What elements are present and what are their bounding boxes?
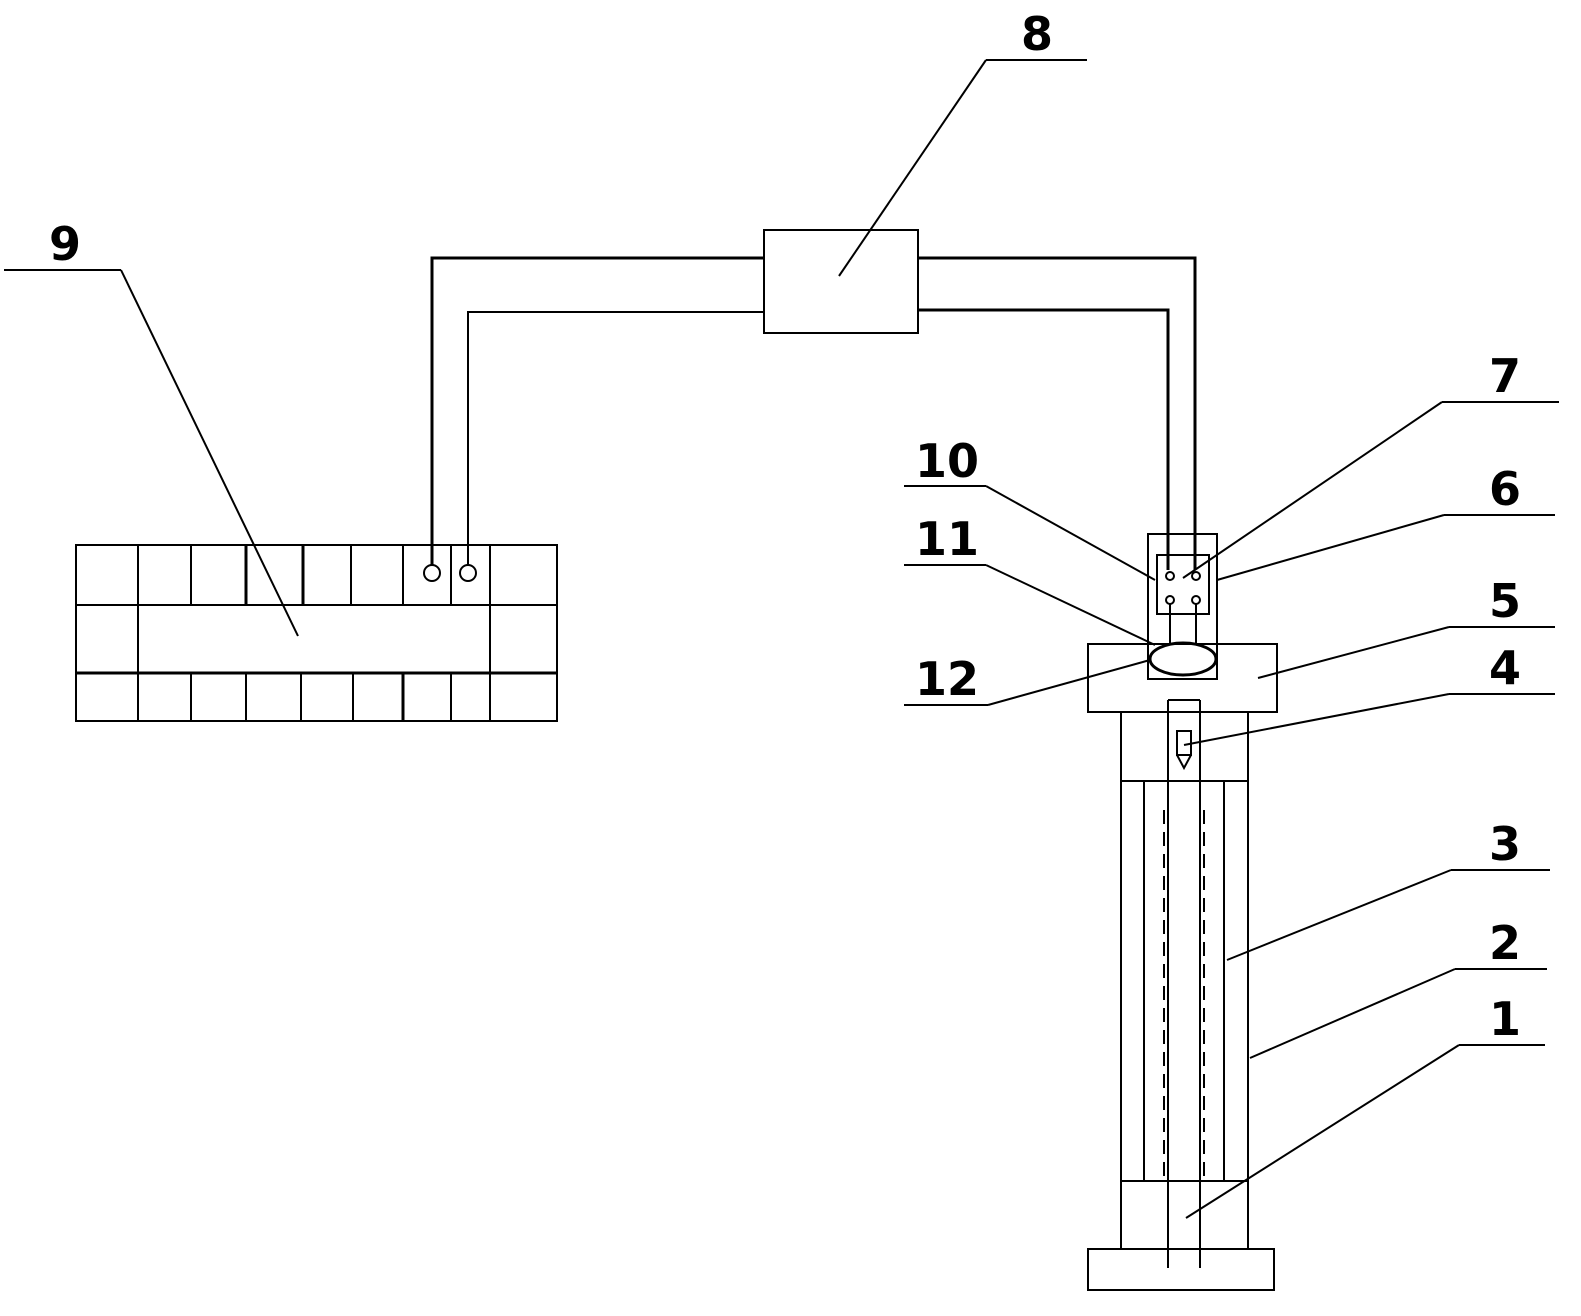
probe-tip: [1176, 754, 1192, 771]
leader-8: [838, 59, 987, 277]
leader-lines: [4, 59, 1559, 1219]
panel-port-left: [423, 564, 441, 582]
part-labels: 8 9 7 10 6 11 5 4 12 3 2 1: [49, 7, 1521, 1046]
label-3: 3: [1489, 817, 1521, 871]
leader-12: [987, 659, 1151, 706]
label-5: 5: [1489, 574, 1521, 628]
label-11: 11: [915, 512, 979, 566]
housing-outline: [1147, 533, 1218, 680]
leader-3: [1226, 869, 1452, 961]
terminal-1: [1165, 571, 1175, 581]
leader-7: [1182, 401, 1443, 579]
cable-outer-right: [918, 256, 1197, 570]
label-7: 7: [1489, 349, 1521, 403]
panel-outline: [75, 544, 558, 722]
leader-5: [1257, 626, 1450, 679]
module-8: [763, 229, 919, 334]
terminal-block-10: [1156, 554, 1210, 615]
sensor-housing-6: [1147, 533, 1218, 680]
label-1: 1: [1489, 992, 1521, 1046]
label-9: 9: [49, 217, 81, 271]
probe-4: [1176, 730, 1192, 756]
label-8: 8: [1021, 7, 1053, 61]
column-assembly: [1087, 699, 1275, 1291]
ellipse-11-12: [1148, 641, 1218, 677]
label-6: 6: [1489, 462, 1521, 516]
label-4: 4: [1489, 641, 1521, 695]
label-2: 2: [1489, 916, 1521, 970]
panel-bottom-dividers: [137, 673, 491, 721]
leader-6: [1216, 514, 1445, 581]
base-plate: [1087, 1248, 1275, 1291]
leader-10: [985, 485, 1156, 581]
panel-9: [75, 544, 558, 722]
cables: [430, 256, 1197, 570]
leader-2: [1249, 968, 1456, 1059]
terminal-2: [1191, 571, 1201, 581]
terminal-3: [1165, 595, 1175, 605]
label-12: 12: [915, 652, 979, 706]
cable-outer-left: [430, 256, 764, 565]
label-10: 10: [915, 434, 979, 488]
terminal-4: [1191, 595, 1201, 605]
panel-top-dividers: [137, 545, 491, 605]
upper-collar: [1120, 711, 1249, 782]
panel-port-right: [459, 564, 477, 582]
cable-inner-left: [467, 311, 764, 565]
leader-9: [120, 269, 299, 637]
cable-inner-right: [918, 308, 1170, 570]
leader-4: [1183, 693, 1450, 746]
leader-1: [1185, 1044, 1460, 1219]
leader-11: [985, 564, 1156, 646]
